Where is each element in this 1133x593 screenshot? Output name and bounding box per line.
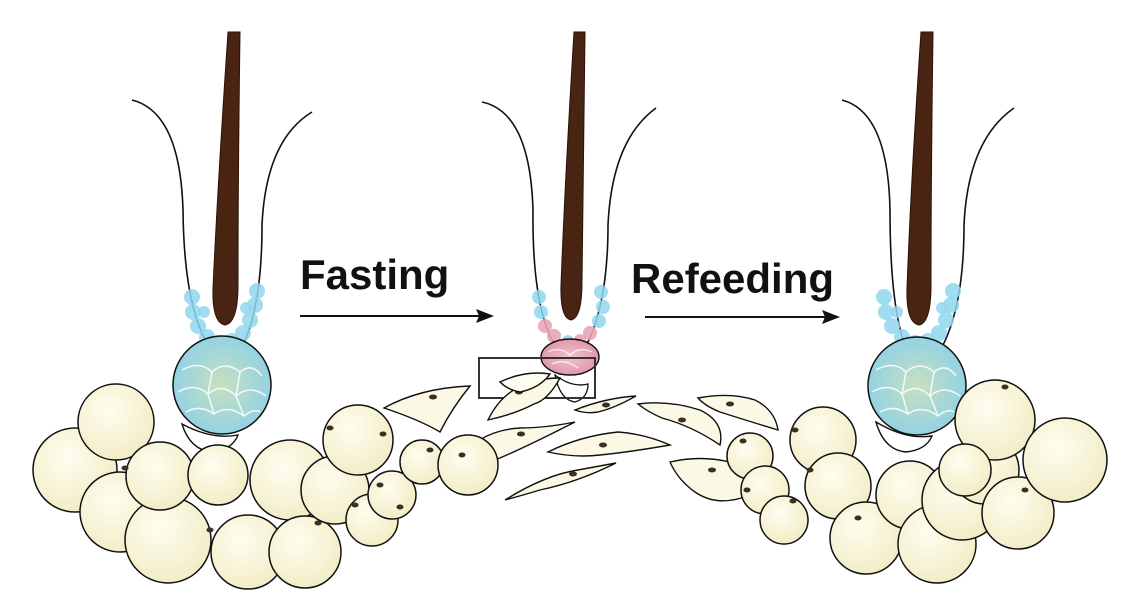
dedifferentiated-cells <box>382 372 779 502</box>
adipocyte-nuclei-left <box>121 425 466 533</box>
spindle-cell <box>486 377 562 421</box>
follicle-right <box>841 31 1015 453</box>
arrow-refeeding <box>645 310 840 324</box>
hair-shaft-left <box>212 31 241 326</box>
arrow-fasting <box>300 309 494 323</box>
spindle-cell <box>636 402 722 447</box>
spindle-cell <box>545 431 673 457</box>
refeeding-label: Refeeding <box>631 255 835 302</box>
bulge-cup-middle <box>554 373 589 403</box>
dermal-papilla-right <box>867 336 967 436</box>
bulge-cup-right <box>874 420 934 453</box>
hair-shaft-middle <box>560 31 586 321</box>
follicle-middle <box>478 31 657 403</box>
spindle-cell <box>696 394 779 431</box>
follicle-left <box>131 31 313 453</box>
fasting-label: Fasting <box>300 251 450 298</box>
adipocytes-right <box>726 379 1108 584</box>
adipocyte-nuclei-right <box>739 384 1029 521</box>
spindle-cell <box>382 385 472 433</box>
spindle-cell <box>504 462 617 501</box>
follicle-left-stem-cells <box>184 283 265 351</box>
spindle-cell <box>498 372 552 393</box>
hair-shaft-right <box>906 31 934 326</box>
dermal-papilla-left <box>172 335 272 435</box>
